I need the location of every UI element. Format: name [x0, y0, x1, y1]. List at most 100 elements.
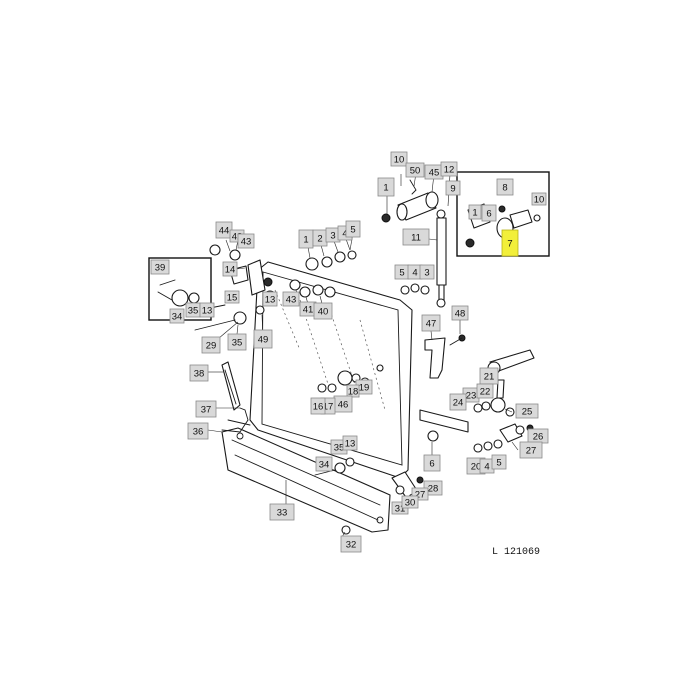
callout-box [222, 261, 238, 277]
callout-label: 7 [507, 238, 512, 249]
callout-label: 12 [444, 164, 455, 175]
seal-strip [221, 361, 241, 411]
reference-code: L 121069 [492, 547, 540, 558]
callout-box [187, 422, 209, 440]
callout-box [282, 291, 300, 307]
callout-label: 13 [265, 294, 276, 305]
callout-label: 4 [484, 461, 489, 472]
callout-50: 50 [405, 162, 425, 178]
callout-label: 44 [219, 225, 230, 236]
callout-box [419, 264, 435, 280]
callout-3: 3 [419, 264, 435, 280]
callout-label: 4 [342, 228, 347, 239]
callout-box [310, 397, 326, 415]
callout-box [468, 204, 482, 220]
callout-box [340, 535, 362, 553]
callout-10: 10 [531, 192, 547, 206]
callout-48: 48 [451, 305, 469, 321]
callout-18: 18 [346, 384, 360, 398]
upper-cylinder [381, 179, 439, 223]
callout-box-highlighted [501, 229, 519, 257]
callout-box [401, 495, 419, 509]
callout-label: 45 [429, 167, 440, 178]
callout-6: 6 [423, 454, 441, 472]
callout-5: 5 [491, 454, 507, 470]
callout-box [342, 435, 358, 451]
callout-box [390, 151, 408, 167]
callout-label: 24 [453, 397, 464, 408]
callout-label: 50 [410, 165, 421, 176]
callout-label: 36 [193, 426, 204, 437]
callout-7: 7 [501, 229, 519, 257]
callout-49: 49 [253, 329, 273, 349]
callout-label: 26 [533, 431, 544, 442]
callout-label: 35 [334, 442, 345, 453]
callout-box [402, 228, 430, 246]
callout-47: 47 [421, 314, 441, 332]
callout-label: 13 [202, 305, 213, 316]
callout-label: 27 [415, 489, 426, 500]
callout-box [519, 441, 543, 459]
callout-label: 10 [534, 194, 545, 205]
callout-label: 40 [318, 306, 329, 317]
callout-label: 10 [394, 154, 405, 165]
callout-label: 9 [450, 183, 455, 194]
callout-36: 36 [187, 422, 209, 440]
callout-label: 47 [426, 318, 437, 329]
callout-box [440, 161, 458, 177]
callout-label: 1 [472, 207, 477, 218]
callout-35: 35 [185, 302, 201, 318]
callout-25: 25 [515, 403, 539, 419]
callout-label: 3 [330, 230, 335, 241]
callout-30: 30 [401, 495, 419, 509]
callout-16: 16 [310, 397, 326, 415]
callout-label: 8 [502, 182, 507, 193]
callout-box [227, 333, 247, 351]
callout-34: 34 [315, 456, 333, 472]
callout-10: 10 [390, 151, 408, 167]
callout-label: 18 [348, 386, 359, 397]
lower-plate [221, 427, 391, 533]
callout-45: 45 [424, 164, 444, 180]
callout-label: 2 [317, 233, 322, 244]
callout-label: 20 [471, 461, 482, 472]
callout-box [445, 180, 461, 196]
callout-label: 46 [338, 399, 349, 410]
callout-label: 33 [277, 507, 288, 518]
callout-label: 6 [486, 208, 491, 219]
callout-box [515, 403, 539, 419]
callout-label: 27 [526, 445, 537, 456]
callout-box [496, 178, 514, 196]
callout-40: 40 [313, 302, 333, 320]
hinge-strap [221, 407, 249, 433]
callout-label: 39 [155, 262, 166, 273]
callout-8: 8 [496, 178, 514, 196]
callout-label: 5 [350, 224, 355, 235]
callout-box [315, 456, 333, 472]
callout-13: 13 [262, 291, 278, 307]
callout-label: 23 [466, 390, 477, 401]
callout-box [377, 177, 395, 197]
callout-box [199, 302, 215, 318]
callout-5: 5 [345, 220, 361, 238]
callout-label: 6 [429, 458, 434, 469]
callout-box [476, 383, 494, 399]
link-bar [419, 401, 491, 442]
callout-label: 19 [359, 382, 370, 393]
callout-14: 14 [222, 261, 238, 277]
callout-label: 48 [455, 308, 466, 319]
callout-label: 5 [496, 457, 501, 468]
callout-2: 2 [312, 229, 328, 247]
callout-13: 13 [199, 302, 215, 318]
callout-label: 14 [225, 264, 236, 275]
callout-box [345, 220, 361, 238]
callout-label: 25 [522, 406, 533, 417]
callout-label: 15 [227, 292, 238, 303]
callout-label: 42 [232, 231, 243, 242]
gas-strut [436, 209, 447, 308]
callout-15: 15 [224, 290, 240, 304]
callout-box [346, 384, 360, 398]
callout-38: 38 [189, 364, 209, 382]
